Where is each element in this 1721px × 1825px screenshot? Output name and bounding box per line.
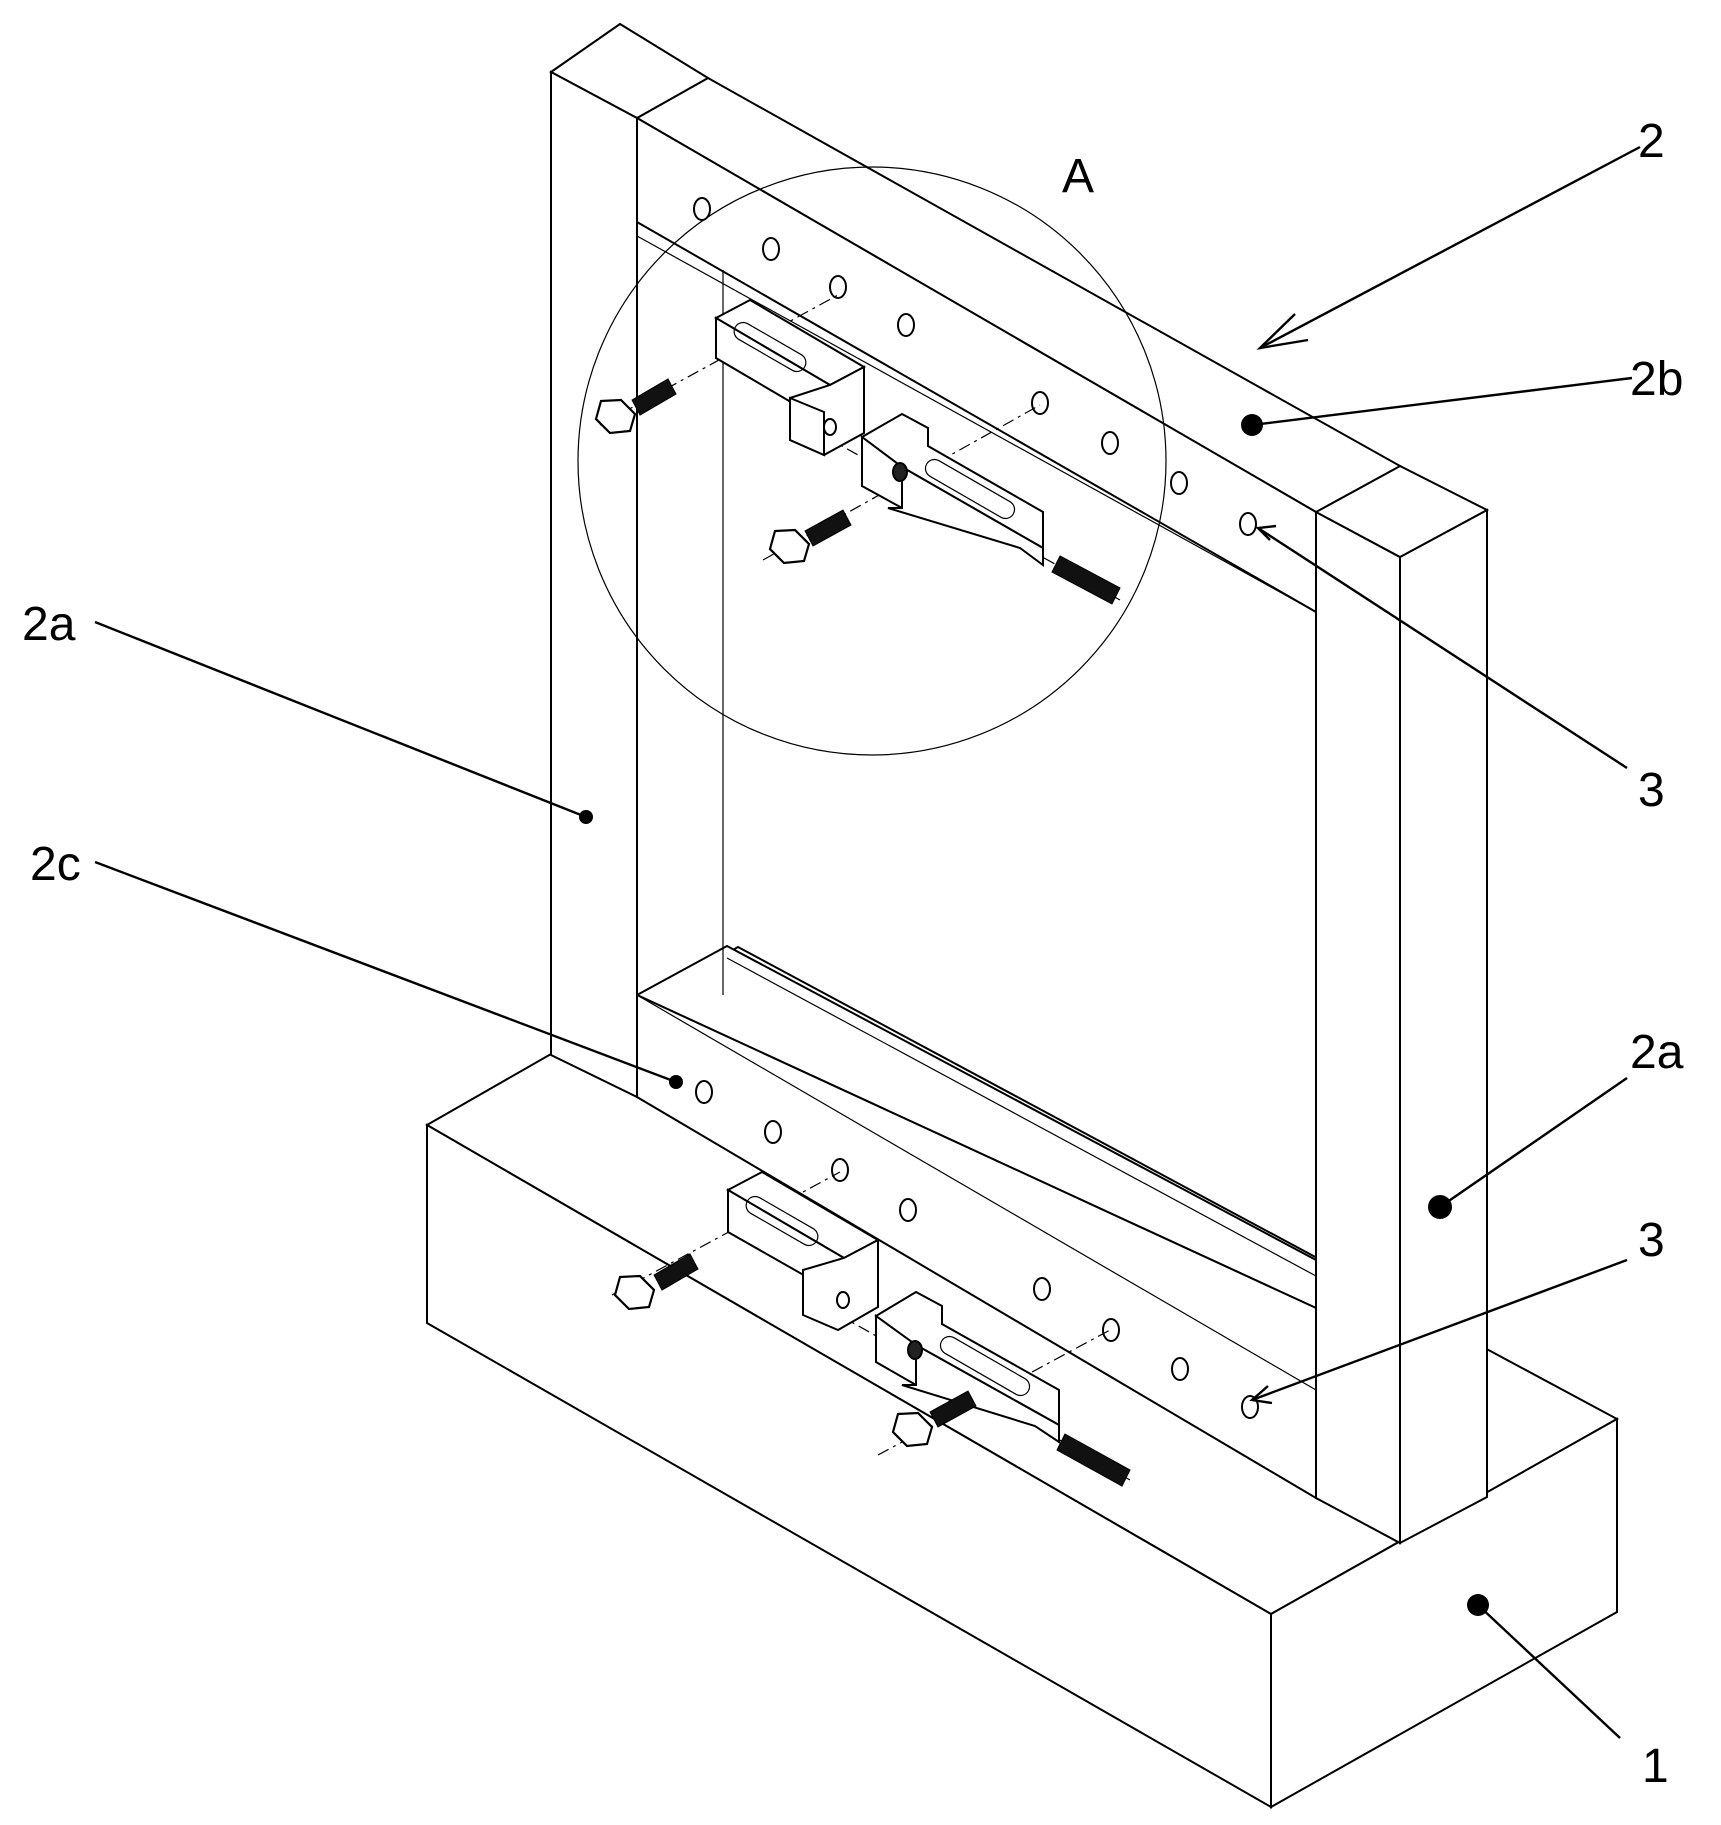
- upper-clamp-assembly: [594, 294, 1121, 605]
- right-upright-front: [1315, 510, 1401, 1545]
- right-upright: [1313, 464, 1490, 1545]
- label-1: 1: [1642, 1740, 1669, 1793]
- label-detail-a: A: [1062, 150, 1094, 203]
- upper-left-bracket: [713, 298, 867, 457]
- top-crossbar-holes: [693, 197, 1257, 536]
- left-upright-side: [550, 70, 638, 1099]
- upper-bolt-2: [768, 509, 852, 565]
- lower-set-screw: [1056, 1433, 1131, 1487]
- bottom-crossbar-holes: [695, 1080, 1259, 1419]
- label-2a-left: 2a: [22, 598, 76, 651]
- upper-bolt-1: [594, 378, 677, 435]
- lower-clamp-assembly: [611, 1170, 1131, 1487]
- upper-set-screw: [1051, 555, 1121, 605]
- label-2: 2: [1638, 115, 1665, 168]
- bottom-crossbar: [634, 944, 1317, 1500]
- leader-lines: [94, 145, 1641, 1739]
- upper-right-bracket: [860, 412, 1044, 567]
- lower-right-bracket: [874, 1290, 1060, 1444]
- label-3-lower: 3: [1638, 1214, 1665, 1267]
- lower-left-bracket: [725, 1170, 881, 1332]
- label-2b: 2b: [1630, 353, 1683, 406]
- label-2a-right: 2a: [1630, 1026, 1684, 1079]
- label-3-upper: 3: [1638, 764, 1665, 817]
- detail-circle-a: [577, 166, 1167, 756]
- label-2c: 2c: [30, 838, 81, 891]
- lower-bolt-1: [613, 1253, 699, 1311]
- left-upright: [549, 22, 710, 1099]
- lower-bolt-2: [891, 1390, 977, 1448]
- right-upright-side: [1399, 508, 1488, 1545]
- base-side-face: [1270, 1417, 1618, 1809]
- top-crossbar: [634, 76, 1403, 614]
